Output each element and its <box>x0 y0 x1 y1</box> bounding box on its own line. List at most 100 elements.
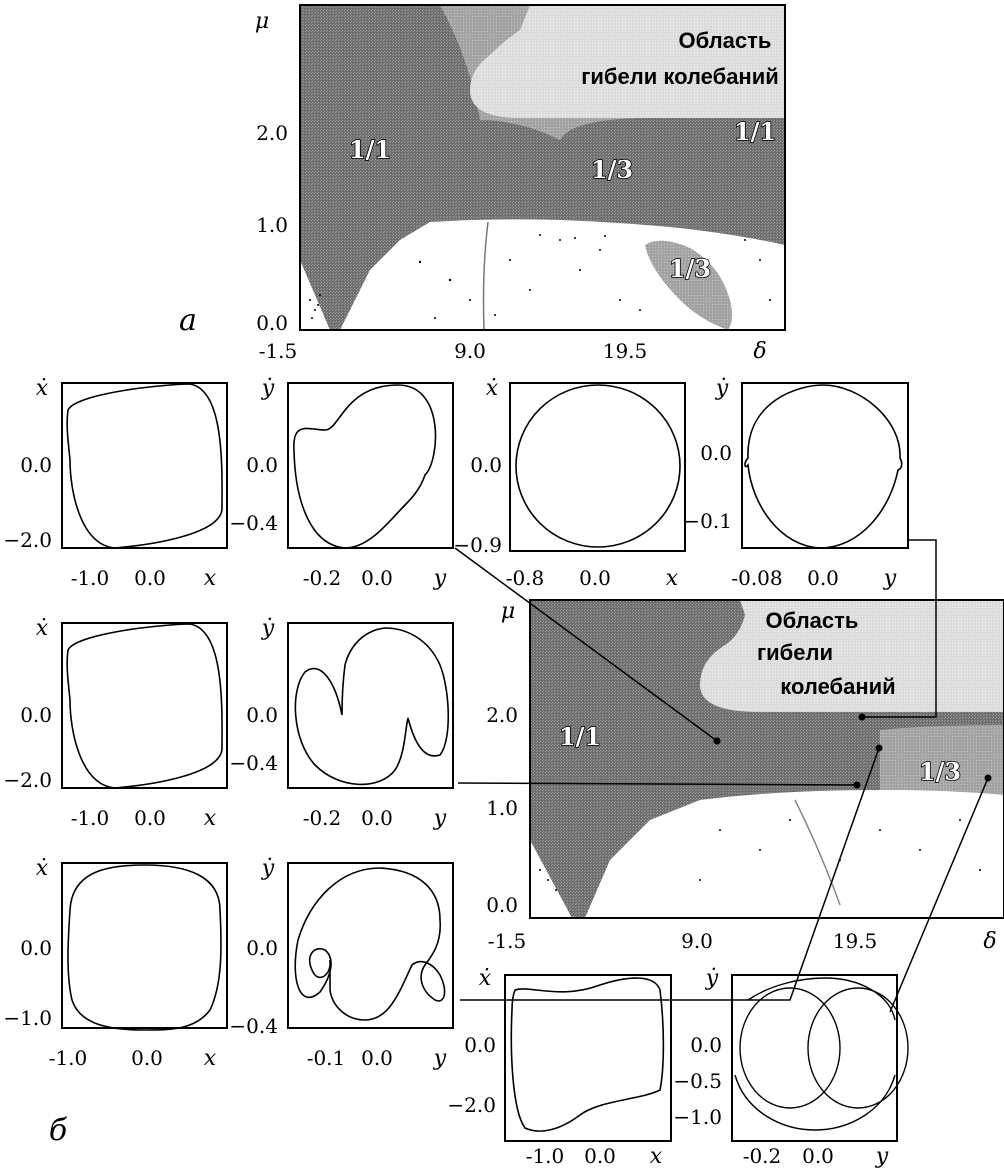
map-a-region-1-3-lower <box>645 240 733 330</box>
phase-xtick: 0.0 <box>361 566 393 590</box>
map-a-death-label-2: гибели колебаний <box>581 64 779 89</box>
phase-x-label: y <box>875 1144 889 1168</box>
phase-ytick: −1.0 <box>673 1105 722 1129</box>
map-b-xtick: -1.5 <box>488 929 527 953</box>
map-a-scatter <box>309 234 771 319</box>
map-b-xtick: 19.5 <box>833 929 878 953</box>
phase-x-label: x <box>204 566 217 591</box>
phase-ytick: −2.0 <box>447 1093 496 1117</box>
phase-xtick: 0.0 <box>579 566 611 590</box>
phase-curve <box>807 987 909 1109</box>
map-a-xtick: -1.5 <box>259 339 298 363</box>
phase-y-label: ẋ <box>36 856 49 881</box>
map-b-y-label: μ <box>501 599 515 624</box>
phase-x-label: x <box>204 806 217 831</box>
map-a-death-region <box>470 5 785 118</box>
phase-y-label: ẏ <box>715 376 729 401</box>
phase-plot-frame <box>509 382 686 552</box>
phase-plot-frame <box>287 622 454 789</box>
phase-xtick: -1.0 <box>71 806 110 830</box>
phase-ytick: −0.1 <box>683 509 732 533</box>
phase-curve <box>739 987 841 1109</box>
map-a-xtick: 19.5 <box>603 339 648 363</box>
phase-y-label: ẏ <box>261 616 275 641</box>
phase-ytick: −0.9 <box>453 533 502 557</box>
map-b-label-1-3: 1/3 <box>919 757 961 786</box>
phase-ytick: 0.0 <box>246 703 278 727</box>
phase-xtick: 0.0 <box>802 1144 834 1168</box>
map-a-ytick: 1.0 <box>256 213 288 237</box>
connector-line <box>862 539 937 718</box>
connector-line <box>457 782 858 786</box>
phase-plot-p4y: ẏ 0.0 −0.4 -0.1 0.0 y <box>229 856 454 1071</box>
phase-y-label: ẋ <box>36 616 49 641</box>
phase-ytick: −2.0 <box>3 768 52 792</box>
phase-plot-frame <box>287 382 454 549</box>
phase-curve <box>294 867 446 1021</box>
phase-xtick: -0.2 <box>743 1144 782 1168</box>
phase-x-label: x <box>666 566 679 591</box>
phase-xtick: -0.8 <box>506 566 545 590</box>
phase-plot-frame <box>287 862 454 1029</box>
phase-xtick: -0.08 <box>731 566 782 590</box>
connector-line <box>454 547 718 742</box>
phase-ytick: 0.0 <box>700 441 732 465</box>
phase-curve <box>66 383 223 549</box>
phase-plot-frame <box>61 622 228 789</box>
map-b-ytick: 0.0 <box>486 893 518 917</box>
map-a-label-1-3-lower: 1/3 <box>669 254 711 283</box>
map-a-xtick: 9.0 <box>454 339 486 363</box>
phase-x-label: x <box>204 1046 217 1071</box>
phase-plot-p1x: ẋ 0.0 −2.0 -1.0 0.0 x <box>3 376 228 591</box>
phase-plot-p5y: ẏ 0.0 −0.5 −1.0 -0.2 0.0 y <box>673 966 909 1169</box>
phase-curve <box>734 977 896 1131</box>
phase-plot-p4x: ẋ 0.0 −1.0 -1.0 0.0 x <box>3 856 228 1071</box>
phase-curve <box>744 384 903 549</box>
phase-x-label: x <box>650 1144 663 1168</box>
phase-curve <box>515 384 681 548</box>
phase-xtick: 0.0 <box>361 806 393 830</box>
map-b: Область гибели колебаний 1/1 1/3 μ 2.0 1… <box>486 599 1004 954</box>
phase-xtick: 0.0 <box>807 566 839 590</box>
phase-ytick: 0.0 <box>464 1033 496 1057</box>
phase-ytick: 0.0 <box>20 936 52 960</box>
phase-y-label: ẏ <box>261 376 275 401</box>
phase-ytick: −1.0 <box>3 1006 52 1030</box>
phase-xtick: -1.0 <box>49 1046 88 1070</box>
phase-curve <box>293 384 437 549</box>
phase-ytick: −0.5 <box>673 1069 722 1093</box>
map-b-xtick: 9.0 <box>681 929 713 953</box>
map-b-chaos-region <box>585 790 1004 918</box>
map-a-ytick: 2.0 <box>256 121 288 145</box>
connector-line <box>889 777 989 1013</box>
map-a-ytick: 0.0 <box>256 311 288 335</box>
phase-ytick: −0.4 <box>229 511 278 535</box>
map-a-label-1-1-right: 1/1 <box>734 117 776 146</box>
map-a-y-label: μ <box>255 9 269 34</box>
map-b-death-label-1: Область <box>766 608 859 633</box>
map-b-ytick: 2.0 <box>486 703 518 727</box>
map-b-x-label: δ <box>983 929 996 954</box>
phase-y-label: ẋ <box>479 966 492 991</box>
phase-ytick: 0.0 <box>246 453 278 477</box>
phase-ytick: −2.0 <box>3 528 52 552</box>
phase-ytick: 0.0 <box>20 703 52 727</box>
phase-y-label: ẋ <box>486 376 499 401</box>
phase-xtick: -1.0 <box>71 566 110 590</box>
phase-xtick: -0.2 <box>303 566 342 590</box>
phase-xtick: 0.0 <box>584 1144 616 1168</box>
phase-y-label: ẋ <box>36 376 49 401</box>
map-b-death-region <box>700 600 1004 712</box>
phase-curve <box>66 623 223 789</box>
map-a-frame <box>299 4 786 331</box>
phase-plot-p2x: ẋ 0.0 −0.9 -0.8 0.0 x <box>453 376 686 591</box>
map-a-label-1-1-left: 1/1 <box>349 135 391 164</box>
phase-plot-p3y: ẏ 0.0 −0.4 -0.2 0.0 y <box>229 616 454 831</box>
phase-ytick: 0.0 <box>246 936 278 960</box>
map-a: Область гибели колебаний 1/1 1/1 1/3 1/3… <box>179 4 786 364</box>
phase-y-label: ẏ <box>261 856 275 881</box>
phase-xtick: 0.0 <box>134 806 166 830</box>
map-a-label-1-3: 1/3 <box>591 155 633 184</box>
